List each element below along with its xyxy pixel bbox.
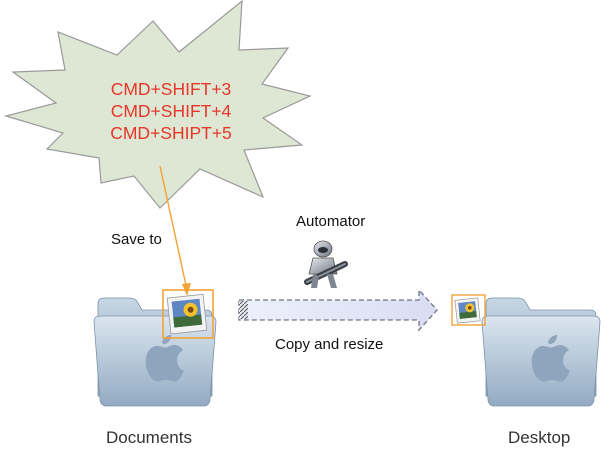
copy-resize-arrow (238, 288, 438, 332)
copy-resize-label: Copy and resize (275, 336, 384, 353)
shortcut-line-1: CMD+SHIFT+3 (110, 79, 232, 99)
shortcut-line-3: CMD+SHIPT+5 (110, 123, 232, 143)
burst-shortcut-list: CMD+SHIFT+3 CMD+SHIFT+4 CMD+SHIPT+5 (66, 78, 276, 144)
small-photo-file-icon (454, 297, 481, 324)
documents-label: Documents (106, 428, 192, 447)
documents-image-highlight (162, 289, 214, 339)
desktop-image-highlight (451, 294, 486, 326)
automator-robot-icon (304, 240, 348, 288)
photo-file-icon (166, 293, 208, 335)
save-to-connector (159, 165, 188, 291)
desktop-label: Desktop (508, 428, 571, 447)
starburst-callout (3, 0, 312, 209)
automator-label: Automator (296, 213, 366, 230)
shortcut-line-2: CMD+SHIFT+4 (110, 101, 232, 121)
desktop-folder-icon (481, 297, 601, 407)
save-to-label: Save to (111, 231, 162, 248)
